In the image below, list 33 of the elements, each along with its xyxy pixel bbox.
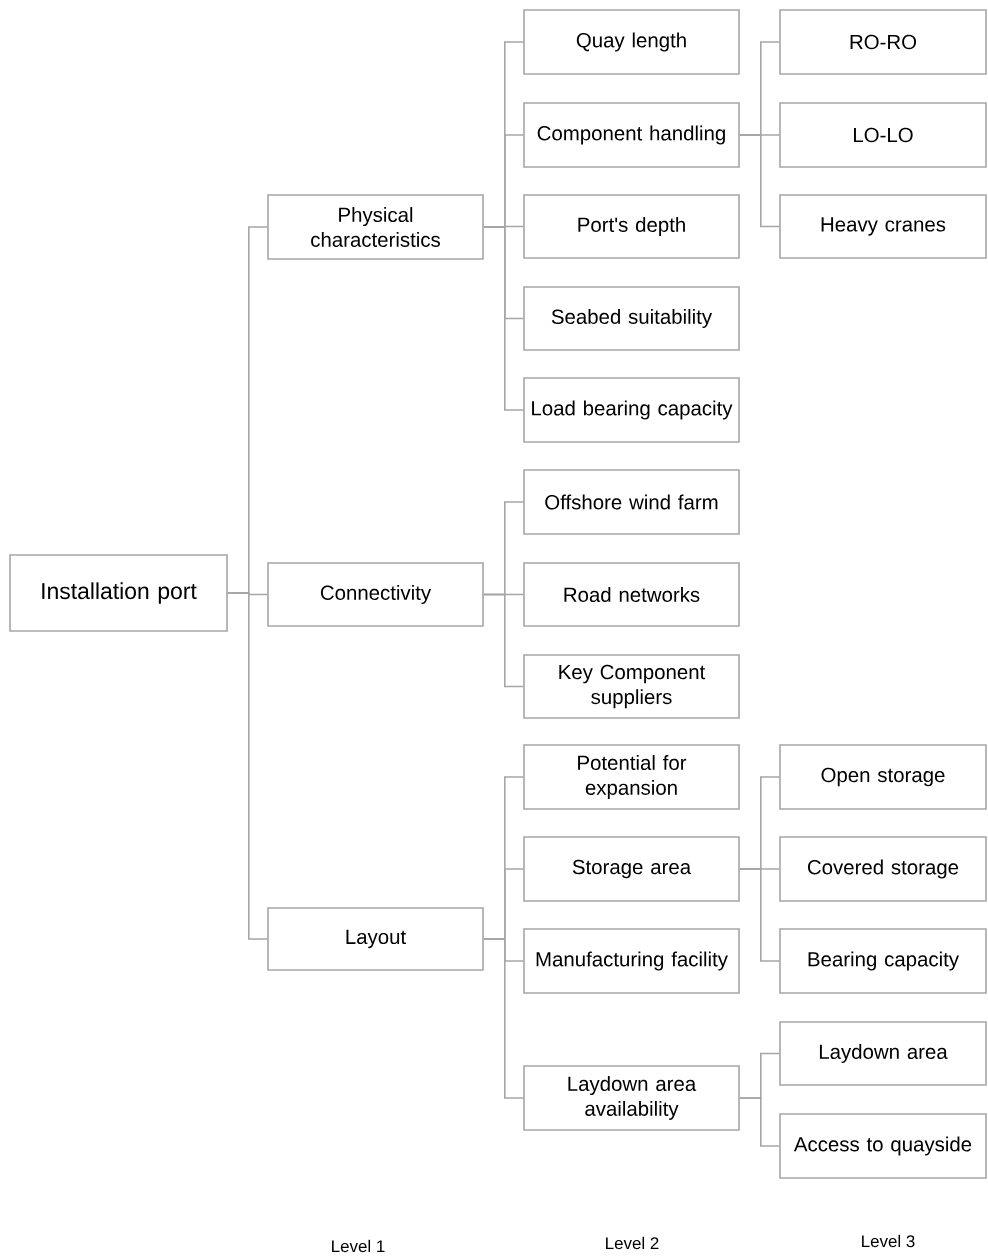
box: Covered storage <box>779 836 987 902</box>
box: LO-LO <box>779 102 987 168</box>
box: Connectivity <box>267 562 484 627</box>
connector-line <box>483 938 524 1099</box>
level-label: Level 3 <box>862 1234 915 1248</box>
box: Installation port <box>9 554 228 632</box>
box: Seabed suitability <box>523 286 740 351</box>
connector-line <box>739 1097 780 1147</box>
box: Layout <box>267 907 484 971</box>
level-label: Level 2 <box>606 1236 659 1250</box>
box: Laydown area availability <box>523 1065 740 1131</box>
box: Offshore wind farm <box>523 469 740 535</box>
box: Storage area <box>523 836 740 902</box>
connector-line <box>483 593 524 688</box>
box: Laydown area <box>779 1021 987 1086</box>
connector-line <box>739 868 780 962</box>
box: Manufacturing facility <box>523 928 740 994</box>
box: Quay length <box>523 9 740 75</box>
level-label: Level 1 <box>332 1239 385 1253</box>
connector-line <box>483 226 524 411</box>
box: Port's depth <box>523 194 740 259</box>
box: Component handling <box>523 102 740 168</box>
box: Bearing capacity <box>779 928 987 994</box>
box: Access to quayside <box>779 1113 987 1179</box>
box: Physical characteristics <box>267 194 484 260</box>
box: Open storage <box>779 744 987 810</box>
box: RO-RO <box>779 9 987 75</box>
box: Heavy cranes <box>779 194 987 259</box>
box: Key Component suppliers <box>523 654 740 719</box>
box: Load bearing capacity <box>523 377 740 443</box>
box: Road networks <box>523 562 740 627</box>
box: Potential for expansion <box>523 744 740 810</box>
connector-line <box>739 134 780 228</box>
